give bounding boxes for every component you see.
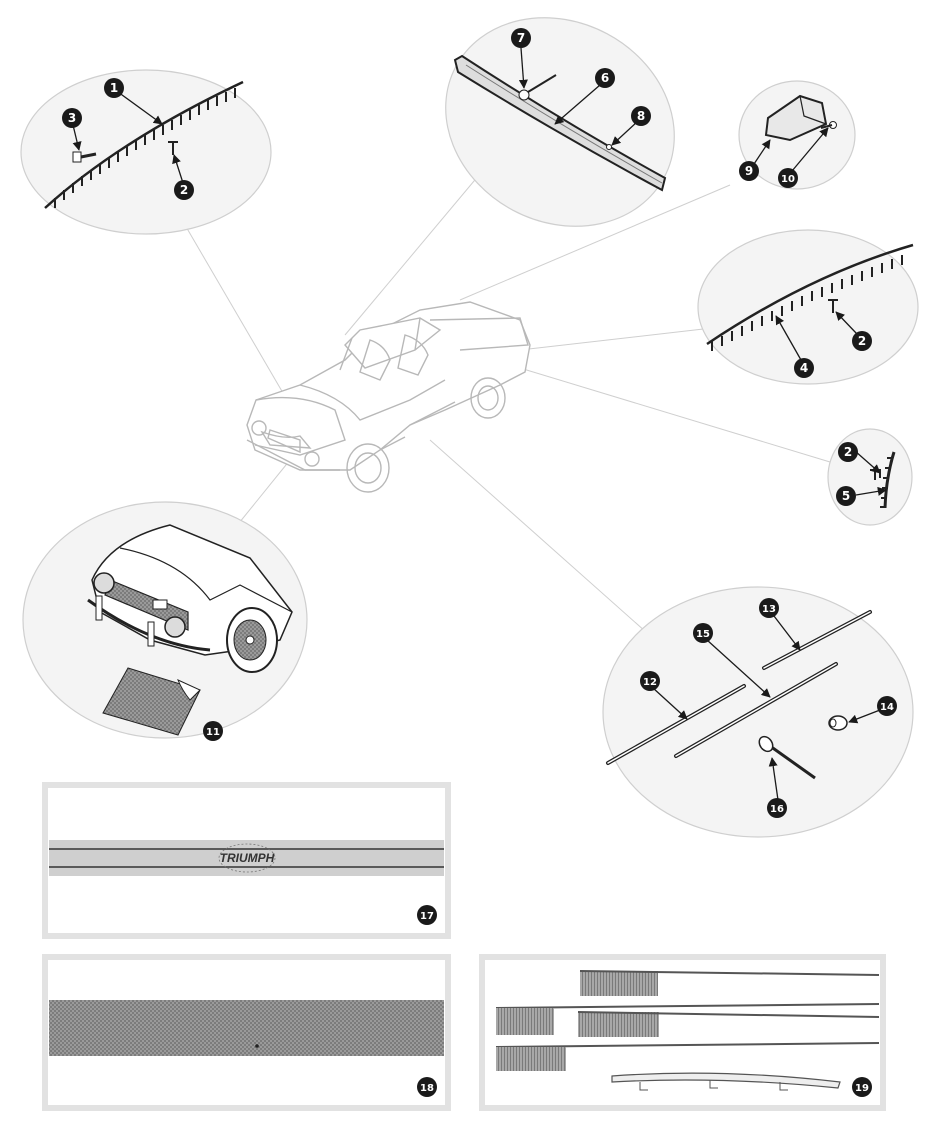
- callout-10: 10: [778, 168, 798, 188]
- callout-8: 8: [631, 106, 651, 126]
- callout-5: 5: [836, 486, 856, 506]
- triumph-logo: TRIUMPH: [220, 851, 275, 865]
- rivet-icon: [518, 74, 557, 101]
- callout-1: 1: [104, 78, 124, 98]
- svg-text:9: 9: [745, 164, 753, 178]
- svg-text:2: 2: [180, 183, 188, 197]
- svg-text:14: 14: [880, 702, 894, 713]
- callout-14: 14: [877, 696, 897, 716]
- svg-text:1: 1: [110, 81, 118, 95]
- trim-pin-icon: [758, 735, 816, 780]
- callout-2c: 2: [838, 442, 858, 462]
- svg-text:15: 15: [696, 629, 710, 640]
- callout-11: 11: [203, 721, 223, 741]
- bubble-front-detail: [22, 501, 308, 739]
- callout-badges: 1 2 3 4 2 2 5 6 7 8 9 10 11 12 13 14 15 …: [62, 28, 897, 1097]
- svg-text:7: 7: [517, 31, 525, 45]
- leader-lines: [184, 149, 831, 641]
- svg-text:5: 5: [842, 489, 850, 503]
- svg-text:2: 2: [844, 445, 852, 459]
- bubble-side-trims: [602, 586, 914, 838]
- bubble-windscreen-top-rail: [445, 17, 675, 227]
- end-cap-screw-icon: [820, 121, 837, 129]
- svg-text:8: 8: [637, 109, 645, 123]
- svg-text:4: 4: [800, 361, 808, 375]
- svg-text:18: 18: [420, 1083, 434, 1094]
- svg-text:2: 2: [858, 334, 866, 348]
- callout-6: 6: [595, 68, 615, 88]
- callout-12: 12: [640, 671, 660, 691]
- svg-text:13: 13: [762, 604, 776, 615]
- callout-19: 19: [852, 1077, 872, 1097]
- svg-text:6: 6: [601, 71, 609, 85]
- callout-arrows: [72, 47, 887, 801]
- seal-fingers-right: [711, 255, 903, 351]
- callout-2a: 2: [174, 180, 194, 200]
- callout-2b: 2: [852, 331, 872, 351]
- seal-fingers-left: [54, 88, 236, 208]
- bubble-windscreen-seal-left: [20, 69, 272, 235]
- car-illustration: [246, 301, 531, 493]
- t-clip-right-icon: [828, 299, 838, 313]
- panel-19: [479, 954, 886, 1111]
- headlamp-right: [164, 616, 186, 638]
- callout-15: 15: [693, 623, 713, 643]
- callout-18: 18: [417, 1077, 437, 1097]
- panel-17: TRIUMPH: [42, 782, 451, 939]
- washer-icon: [606, 144, 612, 150]
- grey-tape-strip: [49, 1000, 444, 1056]
- callout-17: 17: [417, 905, 437, 925]
- svg-text:12: 12: [643, 677, 657, 688]
- screw-icon: [72, 151, 97, 163]
- seal-strip-right: [706, 243, 914, 346]
- svg-text:19: 19: [855, 1083, 869, 1094]
- callout-9: 9: [739, 161, 759, 181]
- bubble-end-cap: [738, 80, 856, 190]
- panel-18: [42, 954, 451, 1111]
- headlamp-left: [93, 572, 115, 594]
- t-clip-icon: [168, 141, 178, 155]
- callout-3: 3: [62, 108, 82, 128]
- callout-16: 16: [767, 798, 787, 818]
- callout-7: 7: [511, 28, 531, 48]
- bubble-side-seal: [827, 428, 913, 526]
- svg-text:11: 11: [206, 727, 220, 738]
- triumph-trim-strip: [49, 840, 444, 876]
- callout-4: 4: [794, 358, 814, 378]
- sill-trim: [611, 1072, 841, 1089]
- callout-13: 13: [759, 598, 779, 618]
- svg-text:16: 16: [770, 804, 784, 815]
- svg-text:3: 3: [68, 111, 76, 125]
- svg-text:10: 10: [781, 174, 795, 185]
- svg-text:17: 17: [420, 911, 434, 922]
- bush-icon: [828, 715, 848, 731]
